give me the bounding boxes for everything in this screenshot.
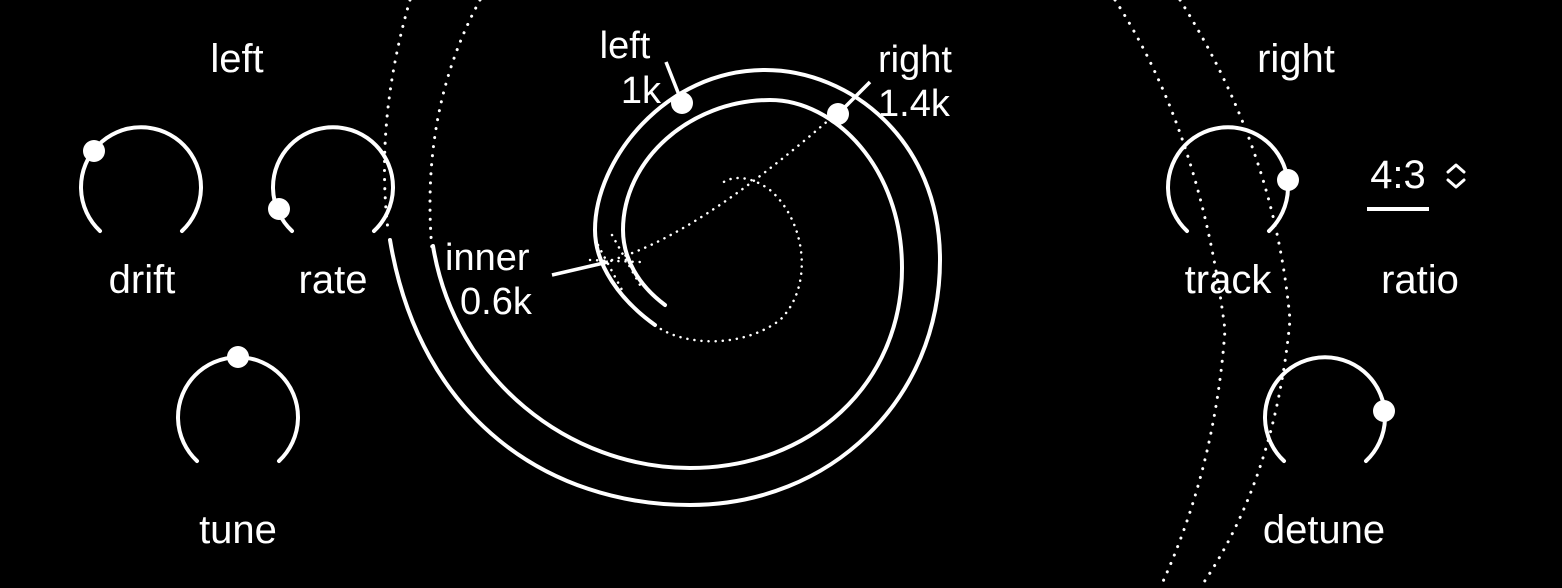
left-marker-value: 1k bbox=[621, 70, 662, 112]
spiral-inner-arc bbox=[431, 97, 905, 471]
inner-marker-label: inner bbox=[445, 237, 530, 279]
right-section-title: right bbox=[1257, 37, 1335, 81]
inner-marker-leader bbox=[551, 260, 609, 277]
detune-knob-arc bbox=[1263, 355, 1387, 463]
spiral-frequency-control[interactable]: left 1k right 1.4k inner 0.6k bbox=[388, 25, 952, 508]
rate-knob-indicator bbox=[268, 198, 290, 220]
rate-knob-arc bbox=[271, 125, 395, 233]
track-knob-indicator bbox=[1277, 169, 1299, 191]
drift-knob-indicator bbox=[83, 140, 105, 162]
detune-knob-label: detune bbox=[1263, 508, 1385, 552]
ratio-label: ratio bbox=[1381, 258, 1459, 302]
tune-knob[interactable]: tune bbox=[176, 346, 300, 552]
tune-knob-label: tune bbox=[199, 508, 277, 552]
drift-knob[interactable]: drift bbox=[79, 125, 203, 302]
right-marker-value: 1.4k bbox=[878, 83, 951, 125]
ratio-value: 4:3 bbox=[1370, 153, 1426, 197]
ratio-selector[interactable]: 4:3 ratio bbox=[1367, 153, 1466, 302]
rate-knob[interactable]: rate bbox=[268, 125, 395, 302]
rate-knob-label: rate bbox=[299, 258, 368, 302]
dotted-sweep-left-outer bbox=[383, 0, 412, 232]
track-knob[interactable]: track bbox=[1166, 125, 1299, 302]
tune-knob-indicator bbox=[227, 346, 249, 368]
spiral-inner-marker bbox=[588, 233, 642, 292]
track-knob-arc bbox=[1166, 125, 1290, 233]
chevron-up-down-icon[interactable] bbox=[1446, 163, 1466, 189]
left-section-title: left bbox=[210, 37, 263, 81]
left-marker-label: left bbox=[600, 25, 651, 67]
track-knob-label: track bbox=[1185, 258, 1273, 302]
spiral-outer-arc bbox=[388, 67, 943, 508]
detune-knob[interactable]: detune bbox=[1263, 355, 1395, 552]
spiral-dotted-path bbox=[610, 110, 840, 262]
spiral-dotted-tail bbox=[653, 176, 803, 343]
dotted-sweep-left-inner bbox=[428, 0, 482, 252]
left-marker-handle[interactable] bbox=[671, 92, 693, 114]
tune-knob-arc bbox=[176, 355, 300, 463]
drift-knob-label: drift bbox=[109, 258, 176, 302]
right-marker-label: right bbox=[878, 39, 952, 81]
drift-knob-arc bbox=[79, 125, 203, 233]
detune-knob-indicator bbox=[1373, 400, 1395, 422]
right-marker-handle[interactable] bbox=[827, 103, 849, 125]
inner-marker-value: 0.6k bbox=[460, 281, 533, 323]
